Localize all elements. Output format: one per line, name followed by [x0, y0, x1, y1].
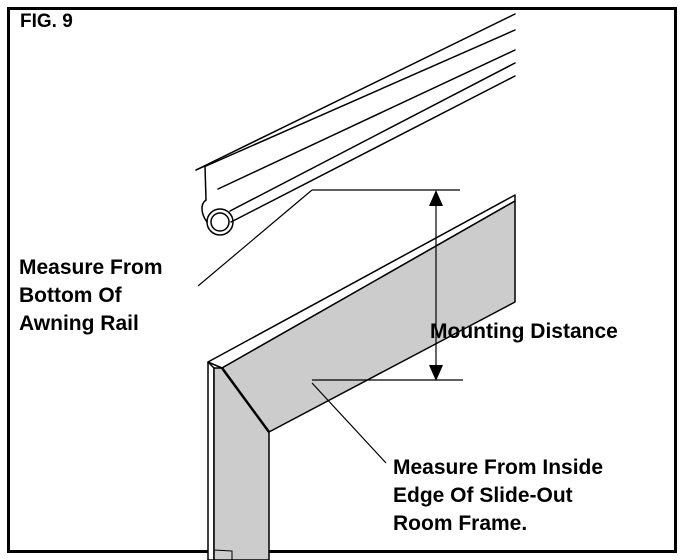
rail-callout-line-3: Awning Rail	[19, 312, 139, 335]
frame-horizontal-face	[221, 200, 516, 433]
mounting-distance-label: Mounting Distance	[430, 320, 618, 343]
frame-callout-line-3: Room Frame.	[393, 512, 528, 535]
rail-tube-inner	[210, 212, 230, 232]
rail-groove-edge	[229, 62, 516, 212]
rail-flange	[217, 49, 516, 190]
rail-callout-line-2: Bottom Of	[19, 284, 122, 307]
rail-back-edge	[205, 29, 516, 167]
frame-callout-line-2: Edge Of Slide-Out	[393, 484, 573, 507]
arrow-up	[429, 190, 443, 206]
frame-measure-callout: Measure From Inside Edge Of Slide-Out Ro…	[393, 454, 603, 538]
frame-callout-line-1: Measure From Inside	[393, 456, 604, 479]
rail-lower-edge	[230, 75, 516, 223]
rail-left-cap	[201, 199, 208, 223]
frame-inside-edge	[220, 367, 271, 433]
rail-measure-callout: Measure From Bottom Of Awning Rail	[19, 254, 163, 338]
distance-arrows	[429, 190, 443, 381]
rail-left-end	[195, 165, 207, 201]
frame-bottom-notch	[213, 549, 233, 560]
frame-leader-line	[311, 382, 387, 464]
frame-vertical-face	[213, 367, 270, 560]
figure-label: FIG. 9	[20, 11, 73, 32]
slide-out-room-frame	[207, 194, 516, 560]
rail-top-edge	[195, 13, 516, 171]
awning-rail	[195, 13, 516, 236]
measurement-lines	[197, 189, 463, 464]
figure-border	[7, 7, 677, 553]
frame-left-side	[207, 361, 215, 560]
rail-tube-outer	[206, 208, 234, 236]
rail-leader-line	[197, 189, 313, 287]
rail-callout-line-1: Measure From	[19, 256, 163, 279]
arrow-down	[429, 365, 443, 381]
